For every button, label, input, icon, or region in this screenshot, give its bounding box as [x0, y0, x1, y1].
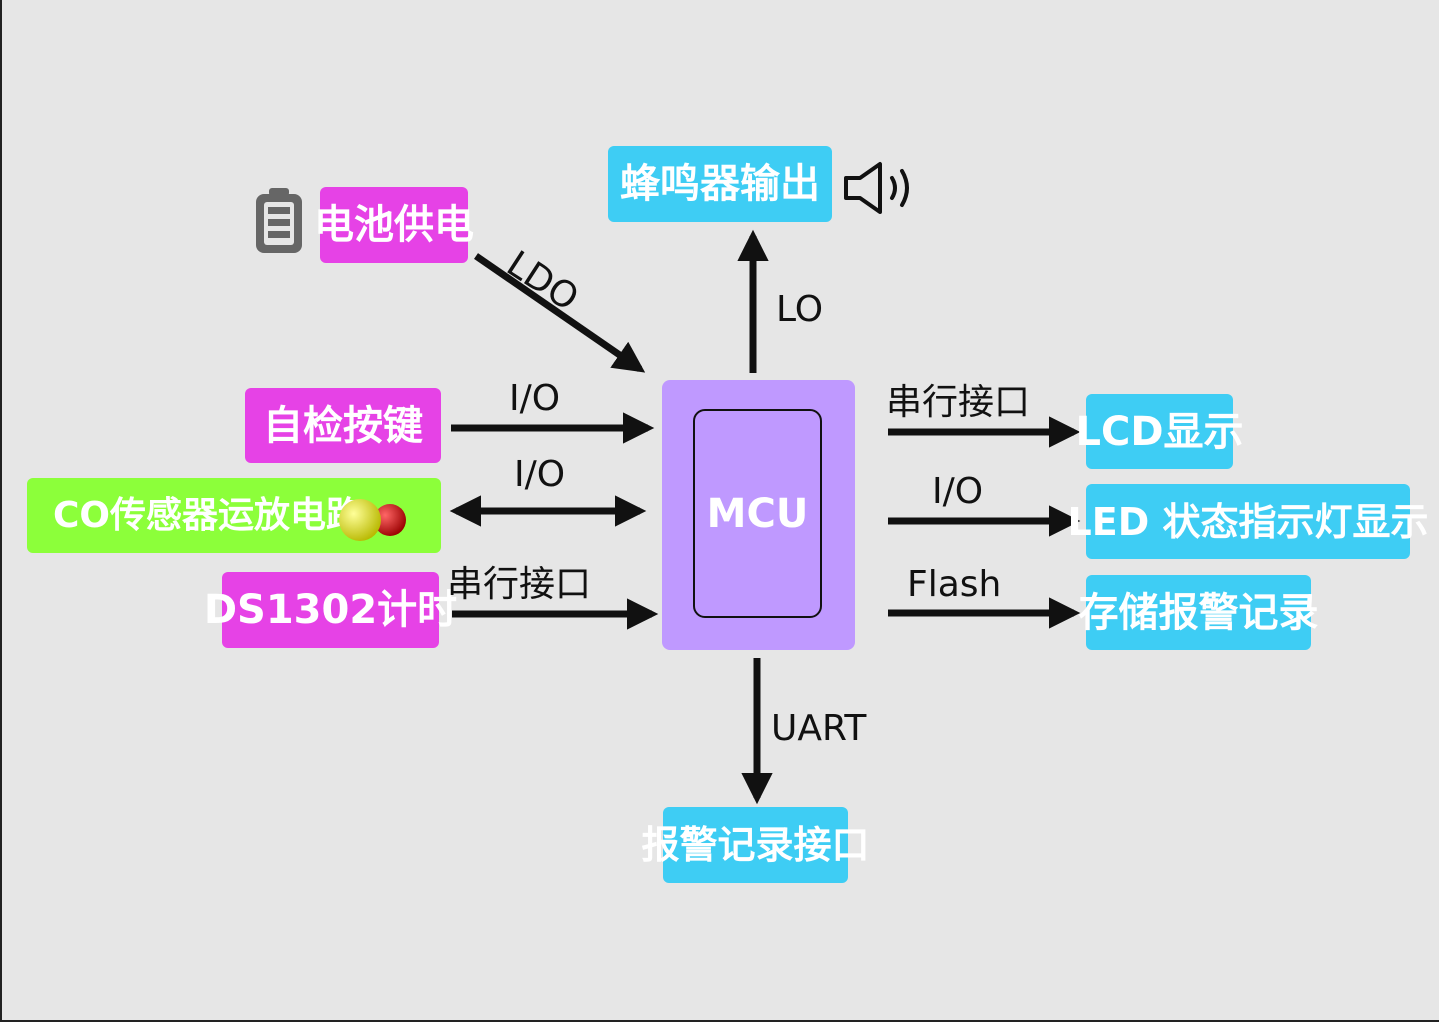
edge-label-lo: LO [776, 289, 824, 330]
mcu-block: MCU [662, 380, 855, 650]
alarm-storage-label: 存储报警记录 [1078, 589, 1319, 636]
lcd-display-label: LCD显示 [1075, 408, 1244, 455]
led-indicator-box: LED 状态指示灯显示 [1068, 484, 1428, 559]
mcu-label: MCU [706, 490, 809, 537]
co-sensor-box: CO传感器运放电路 [27, 478, 441, 553]
edge-label-lcd-serial: 串行接口 [886, 382, 1031, 423]
alarm-record-port-box: 报警记录接口 [642, 807, 870, 883]
arrow-ldo [474, 253, 646, 373]
edge-label-self-check-io: I/O [509, 378, 561, 419]
lcd-display-box: LCD显示 [1075, 394, 1244, 469]
buzzer-output-label: 蜂鸣器输出 [620, 161, 820, 207]
edge-label-uart: UART [771, 708, 867, 749]
gas-molecule-icon [339, 499, 406, 541]
battery-power-box: 电池供电 [314, 187, 474, 263]
edge-label-co-sensor-io: I/O [514, 454, 566, 495]
speaker-icon [844, 162, 909, 214]
battery-power-label: 电池供电 [314, 202, 474, 248]
alarm-storage-box: 存储报警记录 [1079, 575, 1319, 650]
buzzer-output-box: 蜂鸣器输出 [608, 146, 832, 222]
alarm-record-port-label: 报警记录接口 [641, 823, 870, 867]
co-sensor-label: CO传感器运放电路 [53, 494, 363, 536]
edge-label-flash: Flash [907, 564, 1002, 605]
edge-label-led-io: I/O [932, 471, 984, 512]
ds1302-timer-box: DS1302计时 [204, 572, 457, 648]
mcu-chip: MCU [693, 409, 822, 618]
led-indicator-label: LED 状态指示灯显示 [1067, 499, 1429, 544]
ds1302-timer-label: DS1302计时 [203, 587, 458, 633]
self-check-button-label: 自检按键 [263, 402, 423, 449]
battery-icon [256, 188, 302, 253]
edge-label-ds1302-serial: 串行接口 [447, 564, 592, 605]
self-check-button-box: 自检按键 [245, 388, 441, 463]
